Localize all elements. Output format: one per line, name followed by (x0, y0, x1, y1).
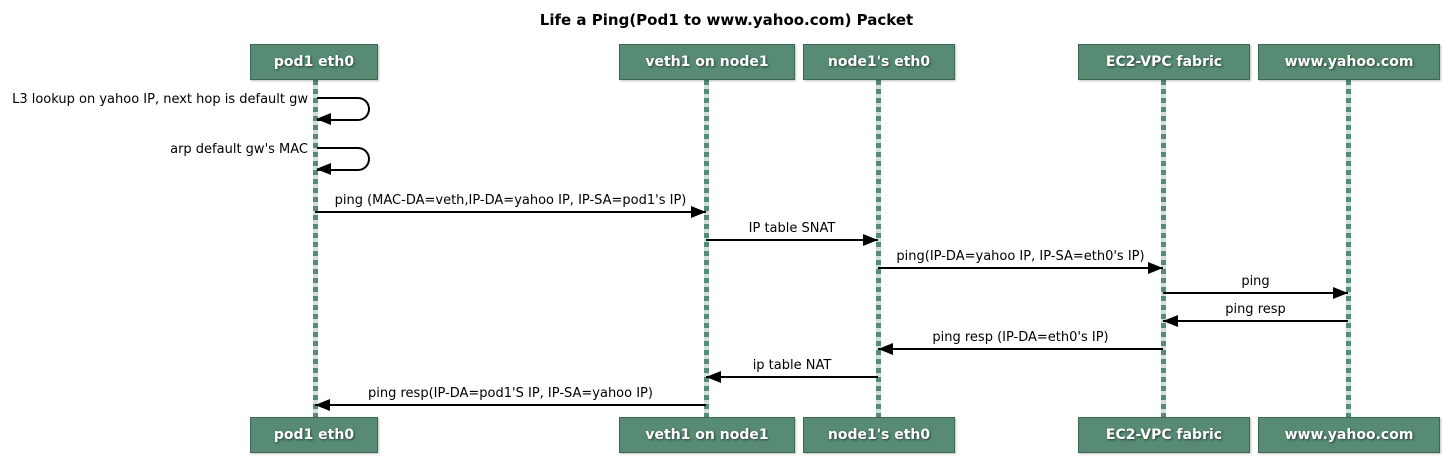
lifeline-ec2-vpc-fabric (1161, 80, 1166, 417)
message-4-label: IP table SNAT (748, 221, 836, 236)
participant-top-ec2-vpc-fabric: EC2-VPC fabric (1078, 44, 1250, 80)
participant-top-pod1-eth0: pod1 eth0 (250, 44, 378, 80)
message-9-label: ip table NAT (752, 358, 832, 373)
message-5-line (878, 267, 1163, 269)
message-3-label: ping (MAC-DA=veth,IP-DA=yahoo IP, IP-SA=… (334, 193, 687, 208)
participant-bottom-veth1-on-node1: veth1 on node1 (619, 417, 795, 453)
message-7-line (1163, 320, 1348, 322)
message-6-arrowhead-icon (1333, 287, 1348, 299)
message-4-line (706, 239, 878, 241)
message-1-self-loop (317, 97, 370, 121)
lifeline-pod1-eth0 (313, 80, 318, 417)
message-2-arrowhead-icon (316, 163, 331, 175)
message-6-label: ping (1241, 274, 1270, 289)
message-5-arrowhead-icon (1148, 262, 1163, 274)
lifeline-veth1-on-node1 (704, 80, 709, 417)
participant-bottom-www-yahoo-com: www.yahoo.com (1258, 417, 1440, 453)
message-5-label: ping(IP-DA=yahoo IP, IP-SA=eth0's IP) (896, 249, 1145, 264)
message-8-arrowhead-icon (878, 343, 893, 355)
message-1-arrowhead-icon (316, 113, 331, 125)
message-10-label: ping resp(IP-DA=pod1'S IP, IP-SA=yahoo I… (368, 386, 653, 401)
message-9-arrowhead-icon (706, 371, 721, 383)
message-8-line (878, 348, 1163, 350)
message-2-self-loop (317, 147, 370, 171)
message-3-line (315, 211, 706, 213)
participant-bottom-node1s-eth0: node1's eth0 (803, 417, 955, 453)
message-2-label: arp default gw's MAC (170, 142, 308, 157)
participant-top-node1s-eth0: node1's eth0 (803, 44, 955, 80)
lifeline-www-yahoo-com (1346, 80, 1351, 417)
participant-bottom-pod1-eth0: pod1 eth0 (250, 417, 378, 453)
message-6-line (1163, 292, 1348, 294)
message-8-label: ping resp (IP-DA=eth0's IP) (932, 330, 1109, 345)
message-7-arrowhead-icon (1163, 315, 1178, 327)
message-9-line (706, 376, 878, 378)
message-4-arrowhead-icon (863, 234, 878, 246)
lifeline-node1s-eth0 (876, 80, 881, 417)
message-10-arrowhead-icon (315, 399, 330, 411)
message-1-label: L3 lookup on yahoo IP, next hop is defau… (12, 92, 308, 107)
message-7-label: ping resp (1225, 302, 1286, 317)
message-10-line (315, 404, 706, 406)
participant-top-veth1-on-node1: veth1 on node1 (619, 44, 795, 80)
message-3-arrowhead-icon (691, 206, 706, 218)
participant-bottom-ec2-vpc-fabric: EC2-VPC fabric (1078, 417, 1250, 453)
diagram-title: Life a Ping(Pod1 to www.yahoo.com) Packe… (539, 11, 914, 29)
participant-top-www-yahoo-com: www.yahoo.com (1258, 44, 1440, 80)
